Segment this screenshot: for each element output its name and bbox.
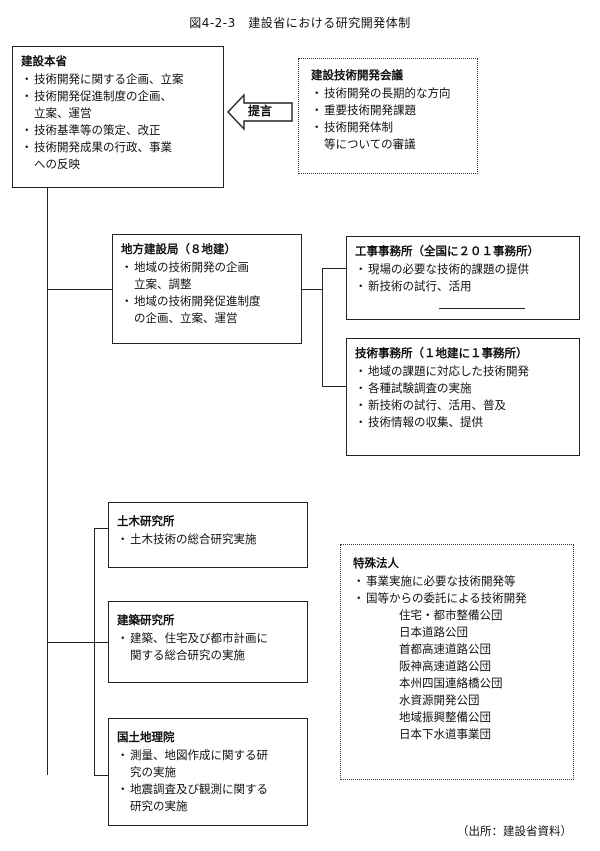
technical-office-item: 地域の課題に対応した技術開発: [355, 363, 571, 380]
bri-box: 建築研究所 建築、住宅及び都市計画に 関する総合研究の実施: [108, 601, 308, 683]
regional-out: [302, 289, 322, 291]
special-corporations-box: 特殊法人 事業実施に必要な技術開発等 国等からの委託による技術開発 住宅・都市整…: [340, 544, 574, 780]
special-item: 事業実施に必要な技術開発等: [353, 573, 561, 590]
technical-office-head: 技術事務所（１地建に１事務所）: [355, 346, 528, 360]
regional-head: 地方建設局（８地建）: [121, 242, 236, 256]
branch-to-regional: [47, 289, 112, 291]
branch-to-bri: [94, 642, 108, 644]
branch-to-institutes: [47, 642, 94, 644]
council-item: 技術開発の長期的な方向: [311, 85, 465, 102]
ministry-item: 技術開発成果の行政、事業 への反映: [21, 139, 215, 173]
regional-item: 地域の技術開発促進制度 の企画、立案、運営: [121, 293, 293, 327]
corporation-item: 首都高速道路公団: [399, 642, 491, 656]
council-item: 技術開発体制 等についての審議: [311, 119, 465, 153]
corporation-item: 日本下水道事業団: [399, 727, 491, 741]
ministry-head: 建設本省: [21, 54, 67, 68]
technical-office-item: 新技術の試行、活用、普及: [355, 397, 571, 414]
corporation-item: 水資源開発公団: [399, 693, 480, 707]
institutes-vertical: [94, 528, 96, 775]
construction-office-item: 新技術の試行、活用: [355, 278, 571, 295]
branch-to-technical-office: [322, 386, 346, 388]
corporation-item: 地域振興整備公団: [399, 710, 491, 724]
pwri-item: 土木技術の総合研究実施: [117, 531, 299, 548]
construction-office-item: 現場の必要な技術的課題の提供: [355, 261, 571, 278]
technical-office-box: 技術事務所（１地建に１事務所） 地域の課題に対応した技術開発 各種試験調査の実施…: [346, 338, 580, 456]
branch-to-pwri: [94, 528, 108, 530]
special-head: 特殊法人: [353, 556, 399, 570]
ministry-box: 建設本省 技術開発に関する企画、立案 技術開発促進制度の企画、 立案、運営 技術…: [12, 46, 224, 188]
council-head: 建設技術開発会議: [311, 68, 403, 82]
branch-to-gsi: [94, 775, 108, 777]
corporation-item: 阪神高速道路公団: [399, 659, 491, 673]
offices-vertical: [322, 268, 324, 386]
source-note: （出所：建設省資料）: [457, 824, 572, 838]
construction-office-box: 工事事務所（全国に２０１事務所） 現場の必要な技術的課題の提供 新技術の試行、活…: [346, 236, 580, 320]
regional-bureau-box: 地方建設局（８地建） 地域の技術開発の企画 立案、調整 地域の技術開発促進制度 …: [112, 234, 302, 344]
special-item: 国等からの委託による技術開発: [353, 590, 561, 607]
corporation-item: 本州四国連絡橋公団: [399, 676, 503, 690]
gsi-item: 地震調査及び観測に関する 研究の実施: [117, 781, 299, 815]
corporation-item: 日本道路公団: [399, 625, 468, 639]
ministry-item: 技術開発に関する企画、立案: [21, 71, 215, 88]
branch-to-construction-office: [322, 268, 346, 270]
council-item: 重要技術開発課題: [311, 102, 465, 119]
trunk-line: [47, 188, 49, 775]
council-box: 建設技術開発会議 技術開発の長期的な方向 重要技術開発課題 技術開発体制 等につ…: [298, 58, 478, 174]
regional-item: 地域の技術開発の企画 立案、調整: [121, 259, 293, 293]
pwri-head: 土木研究所: [117, 514, 175, 528]
technical-office-item: 技術情報の収集、提供: [355, 414, 571, 431]
pwri-box: 土木研究所 土木技術の総合研究実施: [108, 502, 308, 568]
corporation-list: 住宅・都市整備公団 日本道路公団 首都高速道路公団 阪神高速道路公団 本州四国連…: [353, 607, 561, 743]
underline-divider: [439, 308, 525, 309]
construction-office-head: 工事事務所（全国に２０１事務所）: [355, 244, 539, 258]
ministry-item: 技術基準等の策定、改正: [21, 122, 215, 139]
corporation-item: 住宅・都市整備公団: [399, 608, 503, 622]
proposal-label: 提言: [248, 104, 273, 118]
gsi-head: 国土地理院: [117, 730, 175, 744]
gsi-box: 国土地理院 測量、地図作成に関する研 究の実施 地震調査及び観測に関する 研究の…: [108, 718, 308, 826]
figure-title: 図4-2-3 建設省における研究開発体制: [189, 16, 411, 30]
bri-head: 建築研究所: [117, 613, 175, 627]
ministry-item: 技術開発促進制度の企画、 立案、運営: [21, 88, 215, 122]
gsi-item: 測量、地図作成に関する研 究の実施: [117, 747, 299, 781]
proposal-arrow-icon: [227, 93, 293, 131]
bri-item: 建築、住宅及び都市計画に 関する総合研究の実施: [117, 630, 299, 664]
technical-office-item: 各種試験調査の実施: [355, 380, 571, 397]
